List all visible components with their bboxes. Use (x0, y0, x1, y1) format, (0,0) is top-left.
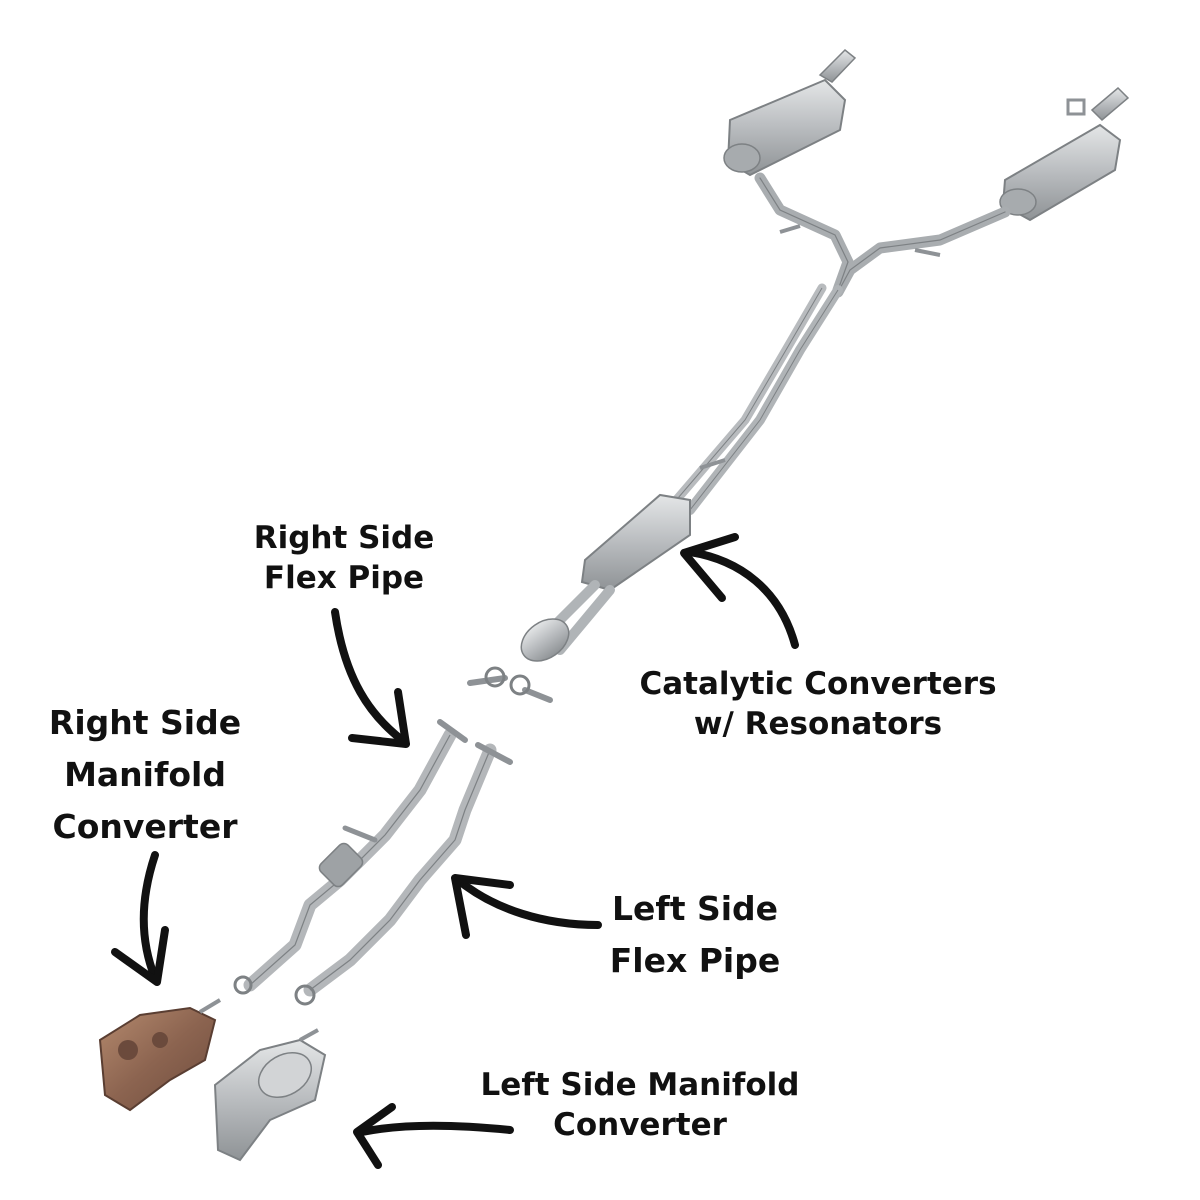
arrow-right-flex-pipe (331, 608, 406, 744)
arrow-right-manifold (139, 851, 159, 982)
right-side-manifold-converter (98, 998, 222, 1112)
arrow-catalytic-converters (686, 548, 799, 649)
label-left-side-flex-pipe: Left Side Flex Pipe (590, 883, 800, 987)
left-side-flex-pipe (294, 742, 513, 1006)
label-right-side-flex-pipe: Right Side Flex Pipe (244, 518, 444, 598)
arrow-left-manifold (358, 1121, 514, 1136)
label-line: Left Side Manifold (480, 1067, 800, 1103)
right-side-flex-pipe (233, 719, 468, 995)
mid-pipes (667, 283, 843, 515)
left-rear-muffler (723, 78, 847, 177)
label-line: w/ Resonators (693, 706, 943, 742)
rear-muffler-assembly (723, 48, 1130, 298)
label-catalytic-converters: Catalytic Converters w/ Resonators (618, 664, 1018, 744)
label-line: Flex Pipe (609, 941, 781, 980)
label-line: Flex Pipe (263, 560, 425, 596)
left-side-manifold-converter (213, 1028, 327, 1162)
label-line: Right Side (48, 703, 242, 742)
label-left-side-manifold-converter: Left Side Manifold Converter (470, 1065, 810, 1145)
label-line: Left Side (611, 889, 779, 928)
label-line: Right Side (253, 520, 435, 556)
label-line: Catalytic Converters (639, 666, 997, 702)
catalytic-converters-resonator (467, 493, 691, 703)
label-right-side-manifold-converter: Right Side Manifold Converter (30, 697, 260, 853)
label-line: Manifold (64, 755, 226, 794)
label-line: Converter (52, 807, 238, 846)
arrow-left-flex-pipe (454, 876, 602, 929)
label-line: Converter (553, 1107, 727, 1143)
